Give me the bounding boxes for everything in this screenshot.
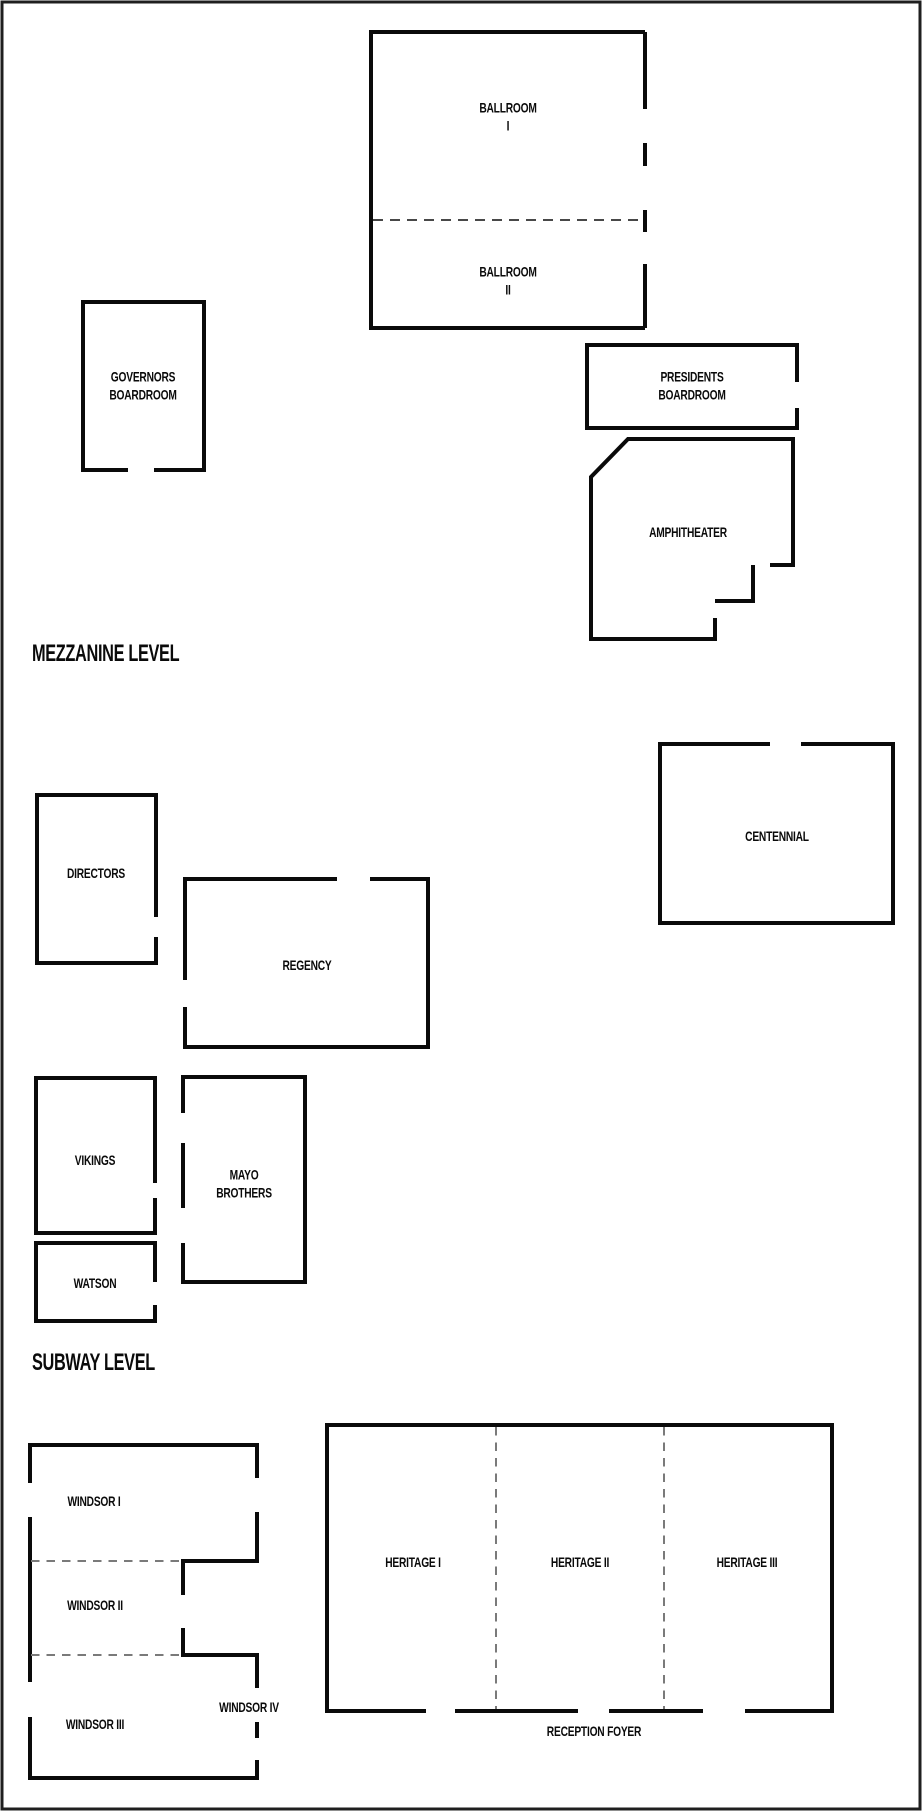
governors-boardroom-walls xyxy=(81,300,206,472)
amphitheater-step-wall xyxy=(715,565,755,603)
watson-walls xyxy=(34,1241,157,1323)
centennial-walls xyxy=(658,742,895,925)
directors-walls xyxy=(35,793,158,965)
room-label-ballroom-ii: BALLROOM II xyxy=(479,263,537,298)
room-label-windsor-i: WINDSOR I xyxy=(67,1492,121,1509)
room-label-mayo-brothers: MAYO BROTHERS xyxy=(216,1166,272,1201)
windsor-top-walls xyxy=(28,1443,259,1483)
windsor-notch-upper-walls xyxy=(181,1512,259,1595)
room-label-reception-foyer: RECEPTION FOYER xyxy=(546,1722,642,1739)
mayo-brothers-walls xyxy=(181,1075,307,1284)
windsor-left-bottom-walls xyxy=(28,1517,259,1780)
room-label-windsor-iii: WINDSOR III xyxy=(65,1715,125,1732)
amphitheater-walls xyxy=(589,437,795,641)
room-label-directors: DIRECTORS xyxy=(66,864,126,881)
room-label-centennial: CENTENNIAL xyxy=(745,827,809,844)
windsor-notch-lower-walls xyxy=(181,1628,259,1688)
room-label-heritage-iii: HERITAGE III xyxy=(716,1553,778,1570)
room-label-watson: WATSON xyxy=(73,1274,117,1291)
vikings-walls xyxy=(34,1076,157,1235)
room-label-heritage-i: HERITAGE I xyxy=(385,1553,441,1570)
room-label-presidents-boardroom: PRESIDENTS BOARDROOM xyxy=(658,368,726,403)
heritage-outer-walls xyxy=(325,1423,834,1713)
room-label-heritage-ii: HERITAGE II xyxy=(550,1553,610,1570)
room-label-windsor-iv: WINDSOR IV xyxy=(219,1698,279,1715)
subway-level-title: SUBWAY LEVEL xyxy=(32,1349,155,1376)
room-label-regency: REGENCY xyxy=(282,956,332,973)
presidents-boardroom-walls xyxy=(585,343,799,430)
room-label-vikings: VIKINGS xyxy=(74,1151,116,1168)
ballroom-walls xyxy=(369,30,645,330)
mezzanine-level-title: MEZZANINE LEVEL xyxy=(32,640,180,667)
room-label-amphitheater: AMPHITHEATER xyxy=(649,523,727,540)
room-label-ballroom-i: BALLROOM I xyxy=(479,99,537,134)
room-label-governors-boardroom: GOVERNORS BOARDROOM xyxy=(109,368,177,403)
room-label-windsor-ii: WINDSOR II xyxy=(67,1596,123,1613)
regency-walls xyxy=(183,877,430,1049)
